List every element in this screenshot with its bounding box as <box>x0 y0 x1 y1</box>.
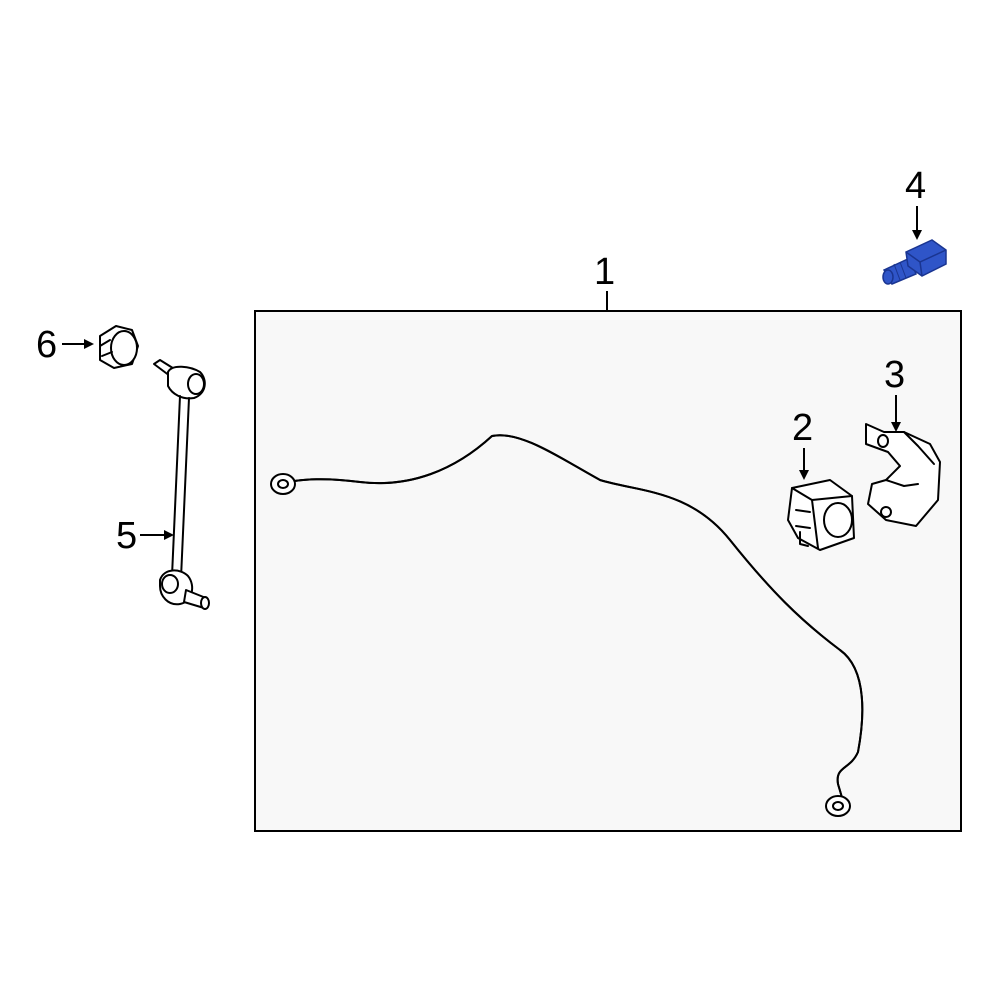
callout-2: 2 <box>792 407 813 449</box>
bracket[interactable] <box>865 423 941 527</box>
nut[interactable] <box>99 325 139 369</box>
callout-3: 3 <box>884 354 905 396</box>
bolt[interactable] <box>882 239 947 285</box>
callout-5: 5 <box>116 515 137 557</box>
callout-6: 6 <box>36 324 57 366</box>
stabilizer-bar[interactable] <box>270 434 864 817</box>
stabilizer-link[interactable] <box>153 359 210 610</box>
assembly-box <box>254 310 962 832</box>
callout-1: 1 <box>594 251 615 293</box>
callout-4: 4 <box>905 165 926 207</box>
bushing[interactable] <box>787 479 855 551</box>
